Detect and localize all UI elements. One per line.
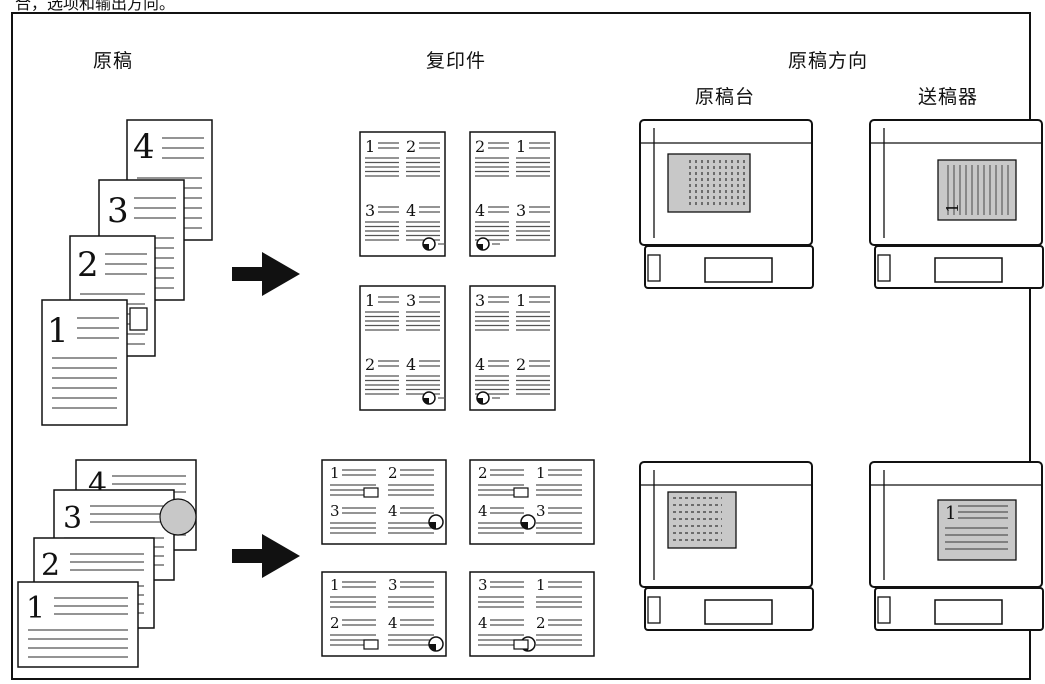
original-page-number: 1 [26,591,45,626]
copy-page-number: 1 [330,464,340,482]
copy-page-number: 2 [478,464,488,482]
header-platen: 原稿台 [695,86,756,108]
copier-handle [647,254,661,282]
original-page-number: 1 [47,311,69,351]
header-originals: 原稿 [93,50,134,72]
copy-page-number: 1 [516,291,526,310]
picture-box [129,307,148,331]
staple-quadrant [429,644,436,651]
diagram-frame: 原稿 复印件 原稿方向 原稿台 送稿器 [11,12,1031,680]
copy-page-number: 3 [478,576,488,594]
copy-page-number: 3 [516,201,526,220]
copy-page-number: 4 [388,614,398,632]
copy-sheet-portrait: 1 2 3 4 [359,131,446,257]
copy-page-number: 3 [406,291,416,310]
picture-box [363,639,379,650]
copy-page-number: 4 [406,355,416,374]
copy-sheet-landscape: 1 2 3 4 [321,459,447,545]
arrow-shaft [232,549,262,563]
copier-panel [704,257,773,283]
caption-text: 合，选项和输出方向。 [15,0,176,13]
feeder-page-number: 1 [943,203,962,213]
copier-platen [639,461,814,631]
copy-outline [321,459,447,545]
copier-panel [704,599,773,625]
copy-page-number: 4 [478,502,488,520]
copy-page-number: 4 [475,355,485,374]
staple-quadrant [423,398,429,404]
copy-page-number: 1 [516,137,526,156]
page-outline [41,299,128,426]
header-feeder: 送稿器 [918,86,979,108]
copy-page-number: 2 [406,137,416,156]
copy-page-number: 2 [516,355,526,374]
arrow-right [232,252,300,296]
copier-panel [934,257,1003,283]
copy-page-number: 1 [536,464,546,482]
copy-sheet-landscape: 3 1 4 2 [469,571,595,657]
original-in-feeder [937,499,1017,561]
copier-handle [647,596,661,624]
copy-outline [469,459,595,545]
staple-quadrant [429,522,436,529]
copier-handle [877,254,891,282]
copy-sheet-portrait: 2 1 4 3 [469,131,556,257]
copy-page-number: 4 [478,614,488,632]
header-copies: 复印件 [426,50,487,72]
copy-sheet-portrait: 3 1 4 2 [469,285,556,411]
arrow-head [262,534,300,578]
copy-sheet-portrait: 1 3 2 4 [359,285,446,411]
arrow-right [232,534,300,578]
copy-page-number: 2 [365,355,375,374]
page-outline [17,581,139,668]
copy-page-number: 2 [475,137,485,156]
copy-sheet-landscape: 2 1 4 3 [469,459,595,545]
original-page-portrait: 1 [41,299,128,426]
original-page-number: 3 [107,191,129,231]
original-page-number: 4 [133,127,155,167]
staple-quadrant [423,244,429,250]
copy-page-number: 4 [406,201,416,220]
original-page-landscape: 1 [17,581,139,668]
copy-page-number: 2 [330,614,340,632]
copy-page-number: 1 [536,576,546,594]
copy-page-number: 1 [365,137,375,156]
copy-page-number: 4 [388,502,398,520]
copy-page-number: 4 [475,201,485,220]
copy-page-number: 3 [330,502,340,520]
original-page-number: 3 [63,501,82,536]
arrow-head [262,252,300,296]
copier-feeder: 1 [869,119,1044,289]
original-in-feeder [937,159,1017,221]
copy-page-number: 3 [475,291,485,310]
copy-page-number: 2 [536,614,546,632]
copy-page-number: 3 [365,201,375,220]
copy-page-number: 3 [388,576,398,594]
copier-panel [934,599,1003,625]
original-page-number: 2 [41,548,60,583]
copy-outline [321,571,447,657]
copier-platen [639,119,814,289]
original-on-glass [667,491,737,549]
picture-box [363,487,379,498]
staple-mark [159,498,197,536]
copier-feeder: 1 [869,461,1044,631]
copy-sheet-landscape: 1 3 2 4 [321,571,447,657]
copy-page-number: 1 [365,291,375,310]
copy-page-number: 1 [330,576,340,594]
copy-page-number: 3 [536,502,546,520]
staple-quadrant [477,398,483,404]
copier-handle [877,596,891,624]
header-orientation: 原稿方向 [788,50,869,72]
picture-box [513,639,529,650]
staple-quadrant [477,244,483,250]
original-on-glass [667,153,751,213]
feeder-page-number: 1 [945,503,956,524]
picture-box [513,487,529,498]
staple-quadrant [521,522,528,529]
copy-page-number: 2 [388,464,398,482]
arrow-shaft [232,267,262,281]
original-page-number: 2 [77,245,99,285]
